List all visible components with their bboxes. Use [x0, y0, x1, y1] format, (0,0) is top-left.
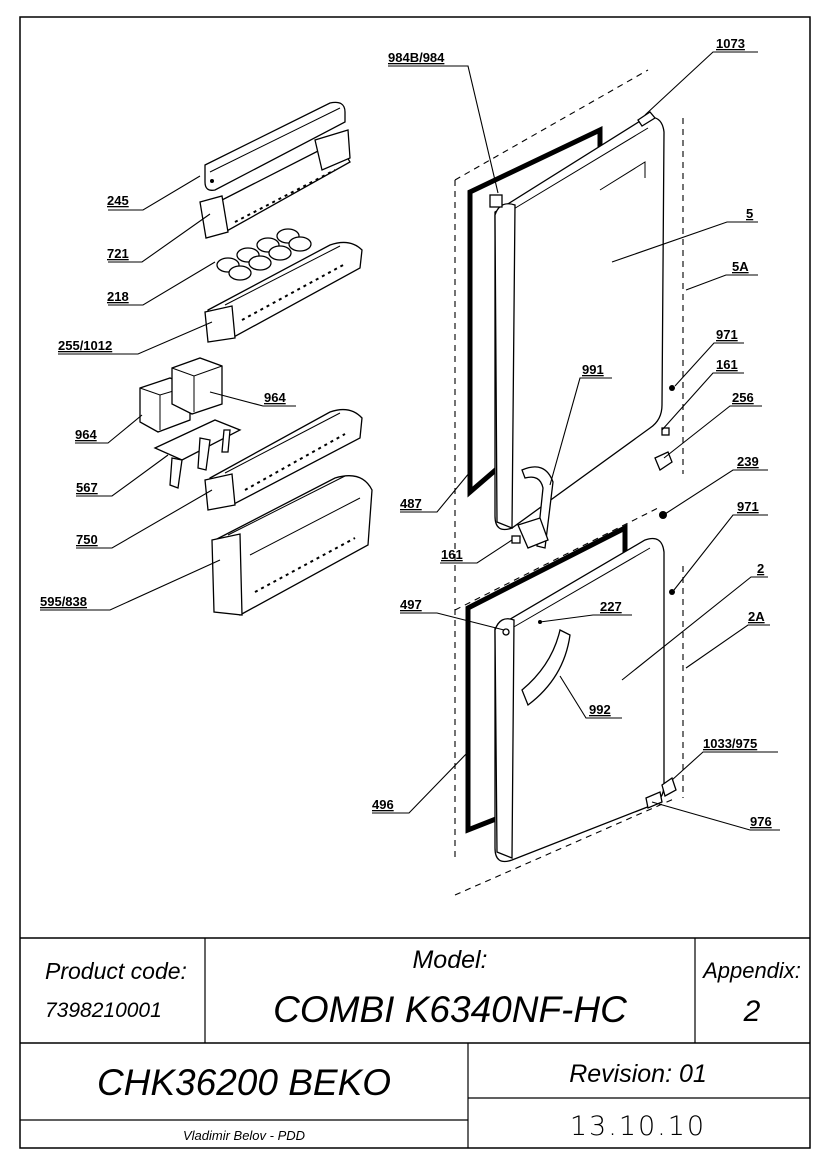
- callout-161-bottom: 161: [441, 547, 463, 562]
- part-2-fridge-door: [494, 537, 665, 863]
- part-750-shelf: [204, 408, 363, 511]
- callout-992: 992: [589, 702, 611, 717]
- callout-1033-975: 1033/975: [703, 736, 757, 751]
- part-991-freezer-handle: [517, 466, 554, 549]
- callout-245: 245: [107, 193, 129, 208]
- part-964-boxes: [139, 357, 223, 433]
- part-256-hinge: [654, 451, 673, 471]
- callout-labels: 245 721 218 255/1012 964 964 567 750 595…: [40, 36, 772, 829]
- callout-161-top: 161: [716, 357, 738, 372]
- title-block: Product code: 7398210001 Model: COMBI K6…: [20, 937, 810, 1148]
- revision: Revision: 01: [569, 1060, 707, 1088]
- part-1033-975-hinge: [661, 776, 677, 797]
- part-161-bottom-bush: [511, 535, 521, 544]
- callout-721: 721: [107, 246, 129, 261]
- callout-487: 487: [400, 496, 422, 511]
- part-567-divider: [153, 419, 242, 489]
- callout-497: 497: [400, 597, 422, 612]
- part-971-top-screw: [669, 385, 675, 391]
- model-label: Model:: [412, 946, 487, 974]
- leader-lines: [40, 51, 780, 831]
- revision-date: 13.10.10: [570, 1111, 706, 1142]
- callout-595-838: 595/838: [40, 594, 87, 609]
- part-971-bottom-screw: [669, 589, 675, 595]
- callout-2: 2: [757, 561, 764, 576]
- product-code-label: Product code:: [45, 958, 187, 984]
- callout-5a: 5A: [732, 259, 749, 274]
- callout-496: 496: [372, 797, 394, 812]
- appendix-label: Appendix:: [701, 958, 801, 983]
- part-218-egg-tray: [216, 228, 312, 281]
- callout-255-1012: 255/1012: [58, 338, 112, 353]
- callout-750: 750: [76, 532, 98, 547]
- author: Vladimir Belov - PDD: [183, 1128, 305, 1143]
- model-value: COMBI K6340NF-HC: [273, 989, 627, 1030]
- callout-1073: 1073: [716, 36, 745, 51]
- product-name: CHK36200 BEKO: [97, 1062, 391, 1103]
- part-595-838-shelf: [211, 475, 373, 616]
- part-721-shelf: [199, 129, 351, 239]
- sheet-frame: [19, 16, 811, 1149]
- part-239-pin: [659, 511, 667, 519]
- part-976-bush: [645, 791, 663, 809]
- part-992-fridge-handle: [521, 629, 571, 707]
- callout-567: 567: [76, 480, 98, 495]
- callout-984b-984: 984B/984: [388, 50, 445, 65]
- part-255-1012-shelf: [204, 241, 363, 343]
- part-245-shelf-cover: [204, 101, 346, 191]
- product-code-value: 7398210001: [45, 999, 162, 1022]
- callout-964-right: 964: [264, 390, 286, 405]
- assembly-guides: [454, 69, 684, 896]
- callout-971-top: 971: [716, 327, 738, 342]
- part-5-freezer-door: [489, 116, 665, 531]
- callout-991: 991: [582, 362, 604, 377]
- appendix-value: 2: [743, 995, 761, 1028]
- callout-971-bottom: 971: [737, 499, 759, 514]
- callout-964-left: 964: [75, 427, 97, 442]
- callout-227: 227: [600, 599, 622, 614]
- callout-2a: 2A: [748, 609, 765, 624]
- part-161-top-bush: [661, 427, 670, 436]
- callout-218: 218: [107, 289, 129, 304]
- callout-976: 976: [750, 814, 772, 829]
- callout-239: 239: [737, 454, 759, 469]
- callout-256: 256: [732, 390, 754, 405]
- callout-5: 5: [746, 206, 753, 221]
